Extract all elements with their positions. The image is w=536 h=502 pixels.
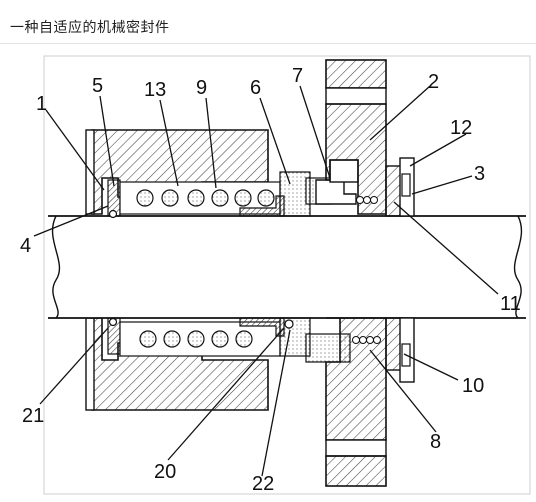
callout-6: 6 [250,77,261,99]
callout-5: 5 [92,75,103,97]
ball-row-bottom [352,336,381,344]
figure-frame [43,55,531,495]
stationary-ring [315,159,359,205]
callout-9: 9 [196,77,207,99]
callout-2: 2 [428,71,439,93]
leader-lines [33,85,499,477]
callout-4: 4 [20,235,31,257]
page-title: 一种自适应的机械密封件 [10,20,170,36]
callout-10: 10 [462,375,484,397]
spring-balls-bottom [119,321,281,357]
spring-seat [107,179,121,355]
callout-7: 7 [292,65,303,87]
right-sleeve [385,157,415,383]
callout-12: 12 [450,117,472,139]
spring-balls-top [119,181,281,215]
callout-20: 20 [154,461,176,483]
callout-21: 21 [22,405,44,427]
page-header: 一种自适应的机械密封件 [0,0,536,44]
ball-row-top [356,196,378,204]
callout-labels: 1 2 3 4 5 6 7 8 9 10 11 12 13 20 21 22 [20,65,521,495]
callout-22: 22 [252,473,274,495]
callout-3: 3 [474,163,485,185]
callout-8: 8 [430,431,441,453]
shaft [48,215,526,319]
flange [325,59,387,487]
callout-13: 13 [144,79,166,101]
callout-1: 1 [36,93,47,115]
callout-11: 11 [500,293,521,315]
